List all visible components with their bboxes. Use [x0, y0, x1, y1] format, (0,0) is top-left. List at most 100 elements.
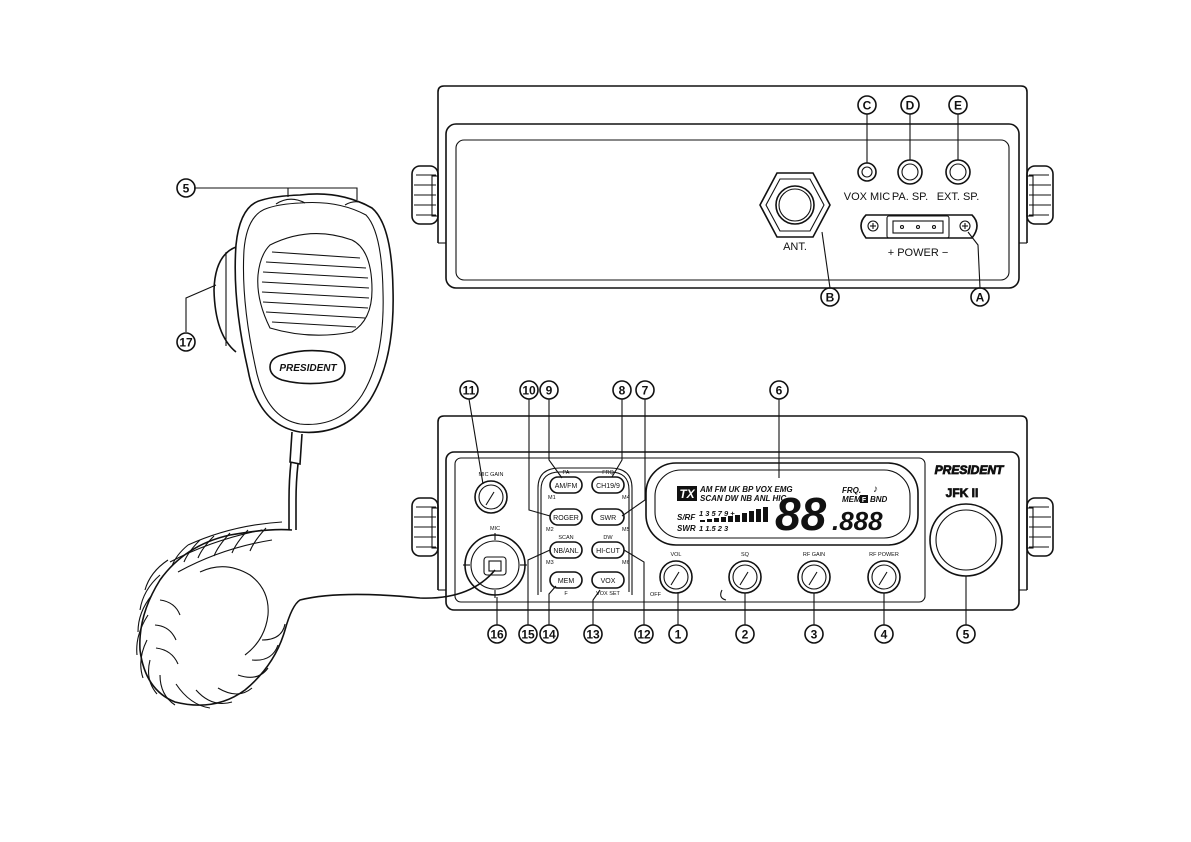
front-left-bracket-knob [411, 497, 439, 557]
lcd-tx: TX [679, 487, 695, 501]
power-connector [860, 214, 978, 239]
callout-a: A [970, 287, 990, 307]
swr-button[interactable]: SWR [591, 508, 625, 526]
callout-c: C [857, 95, 877, 115]
callout-7: 7 [635, 380, 655, 400]
ch19-9-button[interactable]: CH19/9 [591, 476, 625, 494]
svg-text:8: 8 [619, 384, 626, 398]
lcd-row1: AM FM UK BP VOX EMG [699, 485, 793, 494]
mic-gain-label: MIC GAIN [478, 472, 503, 478]
hi-cut-button[interactable]: HI-CUT [591, 541, 625, 559]
ant-label: ANT. [783, 241, 807, 253]
svg-text:6: 6 [776, 384, 783, 398]
svg-text:DW: DW [603, 535, 613, 541]
svg-text:16: 16 [490, 628, 504, 642]
vol-knob[interactable] [659, 560, 693, 594]
lcd-s-rf: S/RF [677, 513, 696, 522]
rf-power-label: RF POWER [869, 552, 899, 558]
mic-brand-badge: PRESIDENT [269, 349, 346, 385]
callout-10: 10 [519, 380, 539, 400]
callout-2: 2 [735, 624, 755, 644]
nb-anl-button[interactable]: NB/ANL [549, 541, 583, 559]
lcd-swr: SWR [677, 524, 696, 533]
callout-4: 4 [874, 624, 894, 644]
callout-11: 11 [459, 380, 479, 400]
vox-button[interactable]: VOX [591, 571, 625, 589]
lcd-scale-top: 1 3 5 7 9 + [699, 509, 735, 518]
svg-text:MEM: MEM [558, 578, 575, 585]
rf-power-knob[interactable] [867, 560, 901, 594]
lcd-display: TX AM FM UK BP VOX EMG SCAN DW NB ANL HI… [645, 462, 919, 546]
svg-text:17: 17 [179, 336, 193, 350]
svg-text:M3: M3 [546, 560, 554, 566]
lcd-signal-bars [700, 507, 768, 522]
svg-text:14: 14 [542, 628, 556, 642]
lcd-scale-bottom: 1 1.5 2 3 [699, 524, 729, 533]
callout-5: 5 [956, 624, 976, 644]
mic-socket [463, 533, 527, 598]
svg-text:M1: M1 [548, 495, 556, 501]
svg-text:C: C [863, 99, 872, 113]
lcd-bnd: BND [870, 495, 888, 504]
svg-text:10: 10 [522, 384, 536, 398]
svg-text:11: 11 [463, 384, 476, 398]
svg-text:1: 1 [675, 628, 682, 642]
callout-15: 15 [518, 624, 538, 644]
lcd-mem: MEM [842, 495, 861, 504]
svg-text:FRQ: FRQ [602, 470, 614, 476]
svg-text:E: E [954, 99, 962, 113]
mem-button[interactable]: MEM [549, 571, 583, 589]
lcd-f: F [862, 497, 867, 504]
am-fm-button[interactable]: AM/FM [549, 476, 583, 494]
callout-8: 8 [612, 380, 632, 400]
sq-label: SQ [741, 552, 750, 558]
front-model: JFK II [946, 486, 979, 500]
pa-speaker-jack [897, 159, 923, 185]
sq-knob[interactable] [720, 560, 762, 601]
svg-text:NB/ANL: NB/ANL [553, 548, 578, 555]
svg-text:D: D [906, 99, 915, 113]
svg-text:12: 12 [637, 628, 651, 642]
svg-text:3: 3 [811, 628, 818, 642]
svg-text:13: 13 [586, 628, 600, 642]
callout-mic-17: 17 [176, 332, 196, 352]
roger-button[interactable]: ROGER [549, 508, 583, 526]
rf-gain-label: RF GAIN [803, 552, 825, 558]
mic-gain-knob[interactable] [474, 480, 508, 514]
svg-text:VOX: VOX [601, 578, 616, 585]
svg-text:15: 15 [521, 628, 535, 642]
svg-text:2: 2 [742, 628, 749, 642]
off-label: OFF [650, 592, 662, 598]
callout-1: 1 [668, 624, 688, 644]
microphone: PRESIDENT 5 17 [136, 178, 496, 709]
svg-text:PA: PA [563, 470, 570, 476]
svg-text:7: 7 [642, 384, 649, 398]
svg-text:CH19/9: CH19/9 [596, 483, 620, 490]
svg-text:M6: M6 [622, 560, 630, 566]
svg-text:VOX SET: VOX SET [596, 591, 620, 597]
rf-gain-knob[interactable] [797, 560, 831, 594]
rear-panel: ANT. VOX MIC PA. SP. EXT. SP. + POWER − [411, 85, 1054, 307]
callout-e: E [948, 95, 968, 115]
left-bracket-knob [411, 165, 439, 225]
channel-selector-knob[interactable] [929, 503, 1003, 577]
svg-text:5: 5 [183, 182, 190, 196]
svg-text:HI-CUT: HI-CUT [596, 548, 620, 555]
svg-text:ROGER: ROGER [553, 515, 579, 522]
svg-text:9: 9 [546, 384, 553, 398]
right-bracket-knob [1026, 165, 1054, 225]
svg-text:5: 5 [963, 628, 970, 642]
mic-socket-label: MIC [490, 526, 500, 532]
callout-6: 6 [769, 380, 789, 400]
svg-text:F: F [564, 591, 568, 597]
pa-sp-label: PA. SP. [892, 191, 928, 203]
svg-text:4: 4 [881, 628, 888, 642]
vol-label: VOL [670, 552, 681, 558]
svg-text:AM/FM: AM/FM [555, 483, 578, 490]
svg-text:M2: M2 [546, 527, 554, 533]
front-right-bracket-knob [1026, 497, 1054, 557]
lcd-frq: FRQ. [842, 486, 861, 495]
callout-3: 3 [804, 624, 824, 644]
callout-9: 9 [539, 380, 559, 400]
callout-12: 12 [634, 624, 654, 644]
